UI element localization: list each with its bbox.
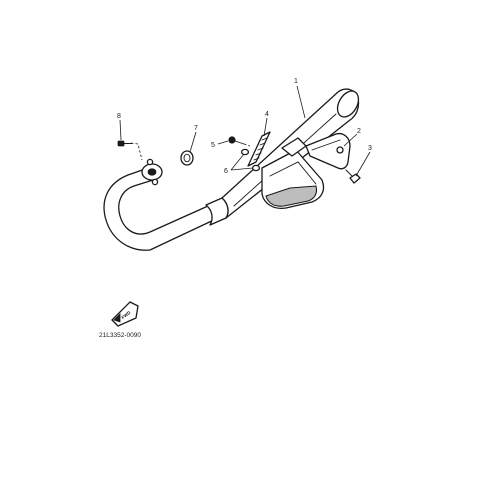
callout-1: 1 — [294, 78, 298, 85]
callout-2: 2 — [357, 128, 361, 135]
damper-spring[interactable] — [247, 131, 271, 167]
leader-8 — [119, 119, 122, 141]
fwd-badge: FWD — [111, 301, 139, 327]
callout-8: 8 — [117, 113, 121, 120]
gasket[interactable] — [180, 150, 194, 166]
muffler-end-cap — [336, 90, 360, 118]
muffler-bolt[interactable] — [228, 136, 245, 145]
leader-5 — [217, 140, 229, 145]
fwd-badge-arrow-icon — [113, 313, 121, 323]
callout-4: 4 — [265, 111, 269, 118]
callout-5: 5 — [211, 142, 215, 149]
bolt-3-shank — [345, 169, 353, 177]
callout-numbers: 1 2 3 4 5 6 7 8 — [117, 78, 372, 175]
bracket-bolt[interactable] — [345, 169, 361, 184]
leader-4 — [263, 117, 268, 137]
heat-protector-edge — [269, 161, 317, 185]
callout-6: 6 — [224, 168, 228, 175]
flange-bore — [147, 168, 157, 176]
fwd-badge-label: FWD — [120, 310, 132, 321]
leader-lines — [119, 85, 371, 177]
diagram-reference-code: 21L3352-0090 — [99, 332, 141, 339]
callout-7: 7 — [194, 125, 198, 132]
spring-coils — [253, 137, 268, 161]
callout-3: 3 — [368, 145, 372, 152]
leader-6a — [230, 153, 245, 171]
leader-3 — [355, 151, 371, 177]
leader-2 — [343, 133, 358, 147]
exhaust-muffler-assembly[interactable] — [103, 87, 363, 251]
flange-ear-bottom — [151, 178, 159, 186]
header-pipe — [103, 167, 219, 251]
spring-body — [247, 131, 271, 167]
bolt-3-head — [349, 173, 361, 184]
washers[interactable] — [240, 148, 261, 172]
flange-ear-top — [146, 158, 154, 166]
washer-upper — [240, 148, 250, 156]
leader-5-dash — [243, 143, 251, 147]
bolt-head — [117, 140, 125, 147]
flange-bolt[interactable] — [117, 140, 133, 147]
leader-8-dash — [130, 142, 143, 161]
exhaust-flange[interactable] — [141, 158, 163, 186]
heat-protector-shade — [265, 185, 318, 207]
gasket-inner — [183, 153, 191, 163]
leader-6b — [230, 167, 254, 171]
bracket-bend — [311, 139, 341, 151]
leader-7 — [189, 131, 197, 153]
bracket-hole — [336, 146, 344, 154]
bolt-shank-5 — [234, 140, 245, 145]
muffler-bracket[interactable] — [305, 132, 351, 170]
leader-1 — [296, 85, 306, 119]
bolt-head-5 — [228, 136, 236, 144]
bracket-plate — [305, 132, 351, 170]
gasket-ring — [180, 150, 194, 166]
washer-lower — [251, 164, 261, 172]
